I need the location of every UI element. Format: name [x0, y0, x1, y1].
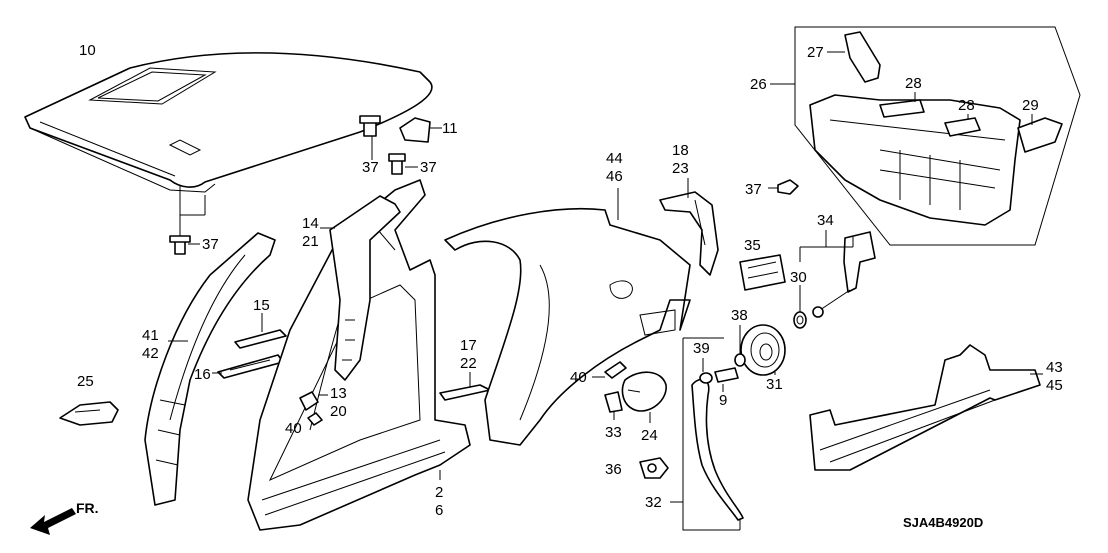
callout-20: 20	[330, 403, 347, 420]
callout-44: 44	[606, 150, 623, 167]
rail-17-22	[439, 384, 491, 401]
rail-16	[217, 354, 284, 379]
screw-40-b	[604, 361, 627, 379]
front-pillar-41-42	[144, 232, 276, 506]
leader-37-roof	[179, 185, 206, 240]
fuel-lid-24	[621, 371, 667, 412]
callout-30: 30	[790, 269, 807, 286]
clamp-36	[639, 457, 669, 479]
callout-14: 14	[302, 215, 319, 232]
bracket-28-a	[879, 99, 925, 118]
bracket-25	[59, 401, 119, 426]
callout-45: 45	[1046, 377, 1063, 394]
callout-40-b: 40	[570, 369, 587, 386]
callout-37-b: 37	[362, 159, 379, 176]
bolt-37-b	[359, 115, 381, 137]
callout-10: 10	[79, 42, 96, 59]
callout-2: 2	[435, 484, 443, 501]
callout-41: 41	[142, 327, 159, 344]
side-sill-43-45	[809, 344, 1041, 471]
front-direction-arrow-icon	[30, 508, 76, 535]
grommet-38	[734, 353, 746, 367]
rail-15	[234, 329, 287, 349]
filler-pipe-32	[691, 378, 744, 521]
bolt-37-c	[388, 153, 406, 175]
callout-17: 17	[460, 337, 477, 354]
clip-13-20	[299, 391, 319, 411]
leader-34	[799, 230, 854, 262]
filler-housing-31	[740, 324, 786, 376]
callout-35: 35	[744, 237, 761, 254]
callout-43: 43	[1046, 359, 1063, 376]
rear-panel-box	[794, 26, 1081, 246]
extension-18-23	[659, 191, 719, 276]
callout-27: 27	[807, 44, 824, 61]
callout-33: 33	[605, 424, 622, 441]
drawing-code: SJA4B4920D	[903, 515, 983, 530]
callout-29: 29	[1022, 97, 1039, 114]
callout-18: 18	[672, 142, 689, 159]
rear-quarter-panel	[444, 207, 691, 446]
callout-26: 26	[750, 76, 767, 93]
grommet-30	[793, 311, 807, 329]
roof-panel	[24, 52, 433, 193]
callout-11: 11	[442, 120, 458, 137]
cable-assembly-34	[812, 231, 876, 318]
callout-39: 39	[693, 340, 710, 357]
callout-28-b: 28	[958, 97, 975, 114]
bracket-11	[399, 117, 431, 143]
bracket-27	[844, 31, 881, 83]
callout-37-c: 37	[420, 159, 437, 176]
callout-23: 23	[672, 160, 689, 177]
seal-9	[714, 367, 739, 383]
clip-33	[604, 391, 623, 413]
opener-35	[739, 254, 786, 291]
callout-9: 9	[719, 392, 727, 409]
callout-42: 42	[142, 345, 159, 362]
cap-39	[699, 372, 713, 384]
callout-24: 24	[641, 427, 658, 444]
callout-32: 32	[645, 494, 662, 511]
callout-13: 13	[330, 385, 347, 402]
callout-31: 31	[766, 376, 783, 393]
callout-36: 36	[605, 461, 622, 478]
bracket-28-b	[944, 117, 981, 137]
callout-34: 34	[817, 212, 834, 229]
callout-22: 22	[460, 355, 477, 372]
bolt-37-a	[169, 235, 191, 255]
callout-16: 16	[194, 366, 211, 383]
callout-40-a: 40	[285, 420, 302, 437]
front-direction-label: FR.	[76, 500, 99, 516]
rear-panel-26	[809, 94, 1021, 226]
callout-25: 25	[77, 373, 94, 390]
callout-46: 46	[606, 168, 623, 185]
center-pillar-14-21	[329, 195, 401, 381]
callout-37-d: 37	[745, 181, 762, 198]
callout-28-a: 28	[905, 75, 922, 92]
callout-15: 15	[253, 297, 270, 314]
bracket-29	[1017, 117, 1063, 153]
callout-37-a: 37	[202, 236, 219, 253]
bolt-37-d	[777, 179, 799, 195]
callout-6: 6	[435, 502, 443, 519]
callout-38: 38	[731, 307, 748, 324]
screw-40-a	[307, 412, 323, 426]
callout-21: 21	[302, 233, 319, 250]
